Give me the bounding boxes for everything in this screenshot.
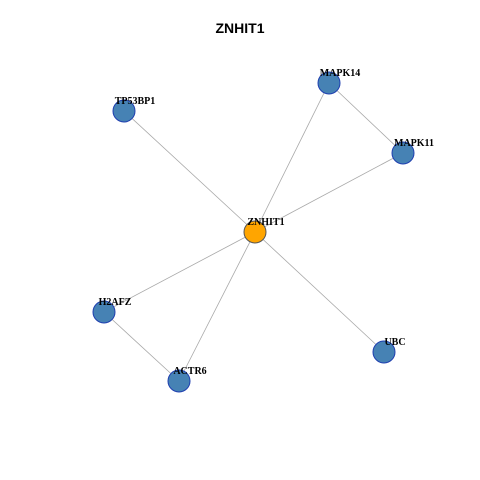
edge-znhit1-h2afz	[103, 231, 256, 313]
node-circle-znhit1[interactable]	[243, 220, 267, 244]
node-label-znhit1: ZNHIT1	[247, 217, 284, 228]
node-label-mapk14: MAPK14	[320, 68, 361, 79]
node-znhit1[interactable]: ZNHIT1	[243, 217, 285, 244]
edge-znhit1-mapk11	[254, 152, 404, 233]
node-circle-actr6[interactable]	[167, 369, 191, 393]
node-label-ubc: UBC	[384, 337, 405, 348]
node-mapk11[interactable]: MAPK11	[391, 138, 434, 165]
edges-layer	[103, 82, 404, 382]
node-circle-tp53bp1[interactable]	[112, 99, 136, 123]
edge-znhit1-mapk14	[254, 82, 330, 233]
edge-znhit1-actr6	[178, 231, 256, 382]
node-label-h2afz: H2AFZ	[99, 297, 132, 308]
node-circle-mapk11[interactable]	[391, 141, 415, 165]
node-circle-ubc[interactable]	[372, 340, 396, 364]
figure-title: ZNHIT1	[215, 20, 265, 36]
edge-znhit1-ubc	[254, 231, 385, 353]
node-label-actr6: ACTR6	[173, 366, 206, 377]
node-label-mapk11: MAPK11	[394, 138, 434, 149]
node-ubc[interactable]: UBC	[372, 337, 406, 364]
node-mapk14[interactable]: MAPK14	[317, 68, 361, 95]
node-h2afz[interactable]: H2AFZ	[92, 297, 132, 324]
edge-znhit1-tp53bp1	[123, 110, 256, 233]
node-actr6[interactable]: ACTR6	[167, 366, 207, 393]
edge-mapk14-mapk11	[328, 82, 404, 154]
node-circle-h2afz[interactable]	[92, 300, 116, 324]
node-tp53bp1[interactable]: TP53BP1	[112, 96, 156, 123]
edge-h2afz-actr6	[103, 311, 180, 382]
node-label-tp53bp1: TP53BP1	[115, 96, 156, 107]
node-circle-mapk14[interactable]	[317, 71, 341, 95]
